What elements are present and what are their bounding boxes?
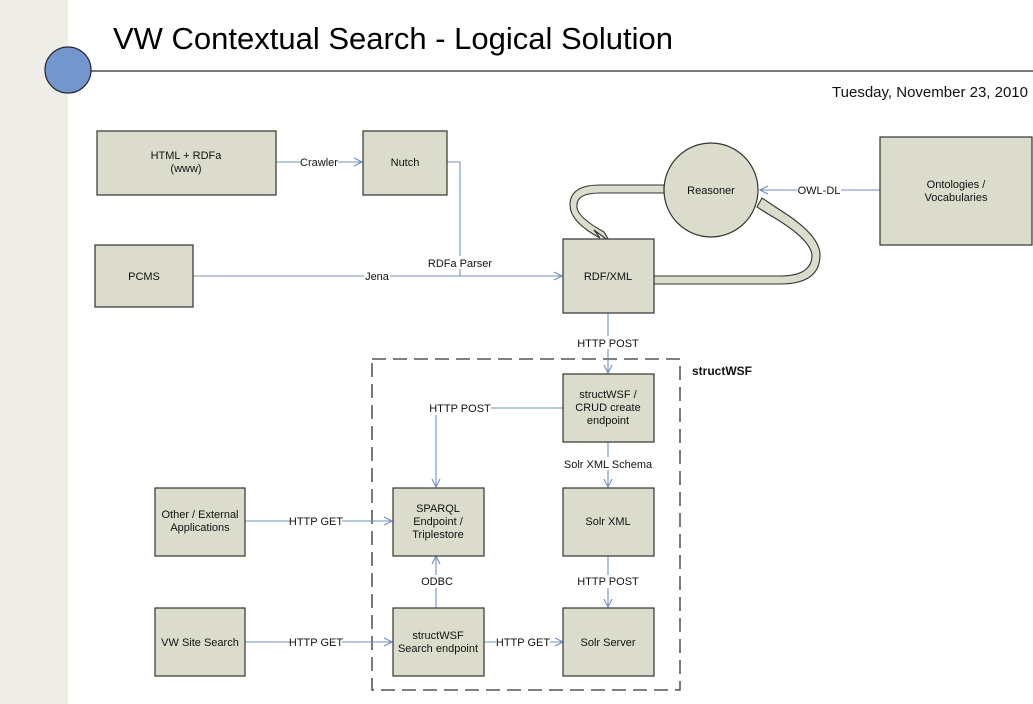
svg-text:Solr Server: Solr Server	[580, 637, 635, 649]
edge-label-crawler: Crawler	[300, 157, 338, 169]
edge-label-solr-schema: Solr XML Schema	[564, 459, 653, 471]
date-label: Tuesday, November 23, 2010	[832, 84, 1028, 101]
sidebar-band	[0, 0, 68, 704]
loop-arrow-reasoner-to-rdf	[569, 184, 665, 243]
edge-rdfa-parser	[447, 161, 461, 276]
node-solr-server: Solr Server	[562, 607, 655, 677]
node-pcms: PCMS	[94, 244, 194, 308]
edge-label-jena: Jena	[365, 271, 390, 283]
node-other-apps: Other / External Applications	[154, 487, 246, 557]
svg-text:structWSF /: structWSF /	[579, 389, 637, 401]
page-title: VW Contextual Search - Logical Solution	[113, 21, 673, 56]
svg-text:PCMS: PCMS	[128, 271, 160, 283]
svg-text:CRUD create: CRUD create	[575, 402, 640, 414]
node-crud-endpoint: structWSF / CRUD create endpoint	[562, 373, 655, 443]
node-rdf-xml: RDF/XML	[562, 238, 655, 314]
edge-label-http-post-solr: HTTP POST	[577, 576, 639, 588]
node-ontologies: Ontologies / Vocabularies	[879, 136, 1033, 246]
svg-text:Other / External: Other / External	[161, 509, 238, 521]
node-nutch: Nutch	[362, 130, 448, 196]
edge-label-odbc: ODBC	[421, 576, 453, 588]
edge-label-owl-dl: OWL-DL	[798, 185, 841, 197]
svg-text:Endpoint /: Endpoint /	[413, 516, 463, 528]
svg-text:VW Site Search: VW Site Search	[161, 637, 239, 649]
svg-text:SPARQL: SPARQL	[416, 503, 460, 515]
svg-text:Reasoner: Reasoner	[687, 185, 735, 197]
edge-label-http-post-rdf: HTTP POST	[577, 338, 639, 350]
structwsf-group-label: structWSF	[692, 364, 752, 378]
svg-text:Applications: Applications	[170, 522, 230, 534]
svg-text:Triplestore: Triplestore	[412, 529, 464, 541]
edge-label-http-post-crud: HTTP POST	[429, 403, 491, 415]
node-reasoner: Reasoner	[663, 142, 759, 238]
node-solr-xml: Solr XML	[562, 487, 655, 557]
svg-text:Vocabularies: Vocabularies	[925, 192, 988, 204]
accent-circle	[44, 46, 92, 94]
svg-text:Solr XML: Solr XML	[585, 516, 630, 528]
loop-arrow-rdf-to-reasoner	[653, 197, 821, 285]
svg-text:Ontologies /: Ontologies /	[927, 179, 987, 191]
edge-label-http-get-other: HTTP GET	[289, 516, 343, 528]
edge-label-http-get-vw: HTTP GET	[289, 637, 343, 649]
svg-text:structWSF: structWSF	[412, 630, 464, 642]
svg-text:endpoint: endpoint	[587, 415, 629, 427]
structwsf-group	[371, 358, 681, 691]
svg-text:HTML + RDFa: HTML + RDFa	[151, 150, 223, 162]
svg-text:Search endpoint: Search endpoint	[398, 643, 478, 655]
svg-text:Nutch: Nutch	[391, 157, 420, 169]
node-search-endpoint: structWSF Search endpoint	[392, 607, 485, 677]
node-sparql-endpoint: SPARQL Endpoint / Triplestore	[392, 487, 485, 557]
node-vw-site-search: VW Site Search	[154, 607, 246, 677]
edge-http-post-crud-sparql	[436, 407, 563, 487]
edge-label-http-get-solr: HTTP GET	[496, 637, 550, 649]
svg-text:(www): (www)	[170, 163, 201, 175]
edge-label-rdfa-parser: RDFa Parser	[428, 258, 493, 270]
node-html-rdfa: HTML + RDFa (www)	[96, 130, 277, 196]
svg-text:RDF/XML: RDF/XML	[584, 271, 632, 283]
